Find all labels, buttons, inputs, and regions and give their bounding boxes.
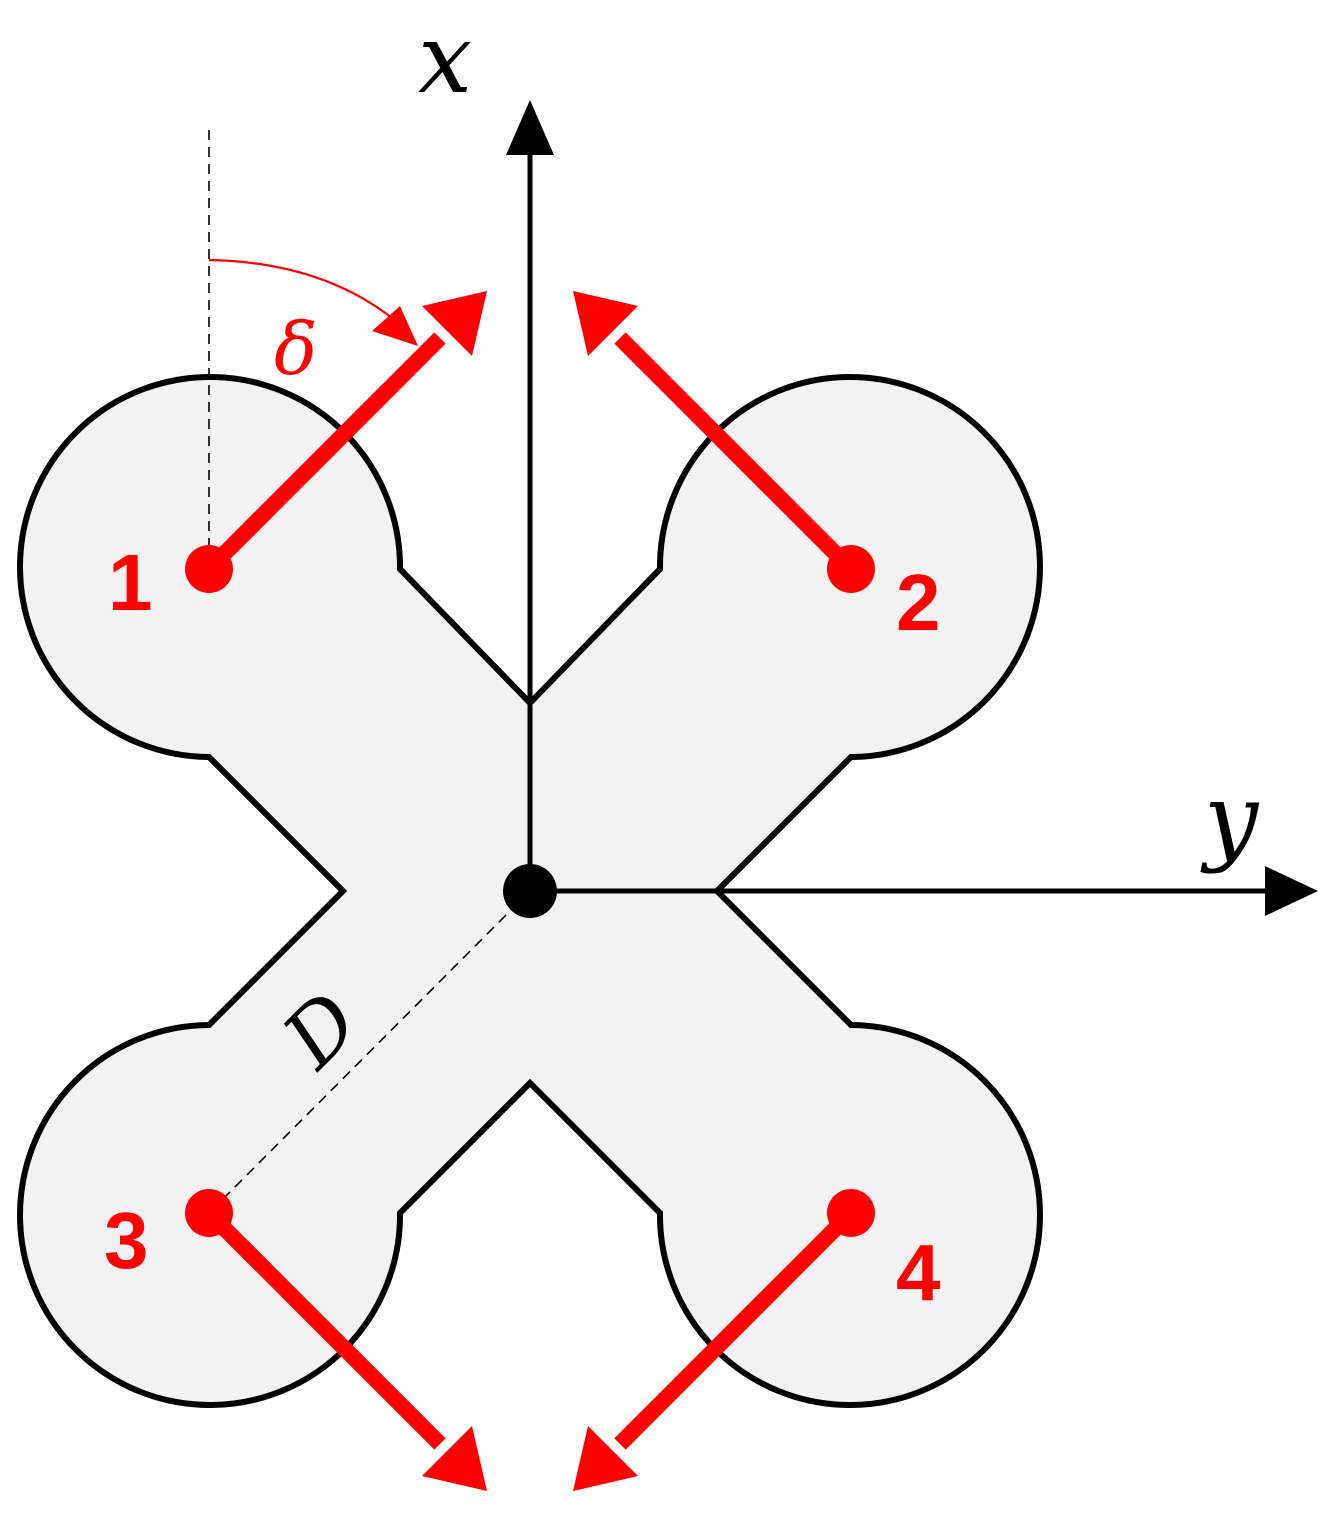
rotor-4-thrust-line — [614, 1207, 857, 1450]
rotor-2: 2 — [573, 291, 941, 647]
angle-label: δ — [274, 307, 317, 391]
y-axis-arrow-icon — [1265, 866, 1318, 916]
rotor-1: 1 — [108, 291, 487, 627]
rotor-2-thrust-line — [614, 332, 857, 575]
y-axis-label: y — [1200, 763, 1260, 875]
x-axis-label: x — [418, 3, 472, 115]
rotor-1-dot — [185, 545, 233, 593]
rotor-3-dot — [185, 1189, 233, 1237]
rotor-1-thrust-arrow-icon — [422, 291, 487, 356]
x-axis-arrow-icon — [506, 100, 554, 155]
rotor-3-thrust-line — [203, 1207, 446, 1450]
arm-length-line — [208, 890, 531, 1214]
rotor-3-thrust-arrow-icon — [422, 1426, 487, 1491]
rotor-3-label: 3 — [104, 1196, 149, 1285]
rotor-1-label: 1 — [108, 538, 153, 627]
angle-arrow-icon — [372, 306, 418, 346]
angle-arc — [208, 258, 393, 319]
center-of-mass-dot — [503, 864, 557, 918]
rotor-4: 4 — [573, 1189, 941, 1491]
rotor-3: 3 — [104, 1189, 487, 1491]
rotor-4-thrust-arrow-icon — [573, 1426, 638, 1491]
rotor-4-label: 4 — [896, 1228, 941, 1317]
rotor-1-thrust-line — [203, 332, 446, 575]
rotor-2-label: 2 — [896, 558, 941, 647]
rotor-2-dot — [827, 545, 875, 593]
rotor-4-dot — [827, 1189, 875, 1237]
rotor-2-thrust-arrow-icon — [573, 291, 638, 356]
